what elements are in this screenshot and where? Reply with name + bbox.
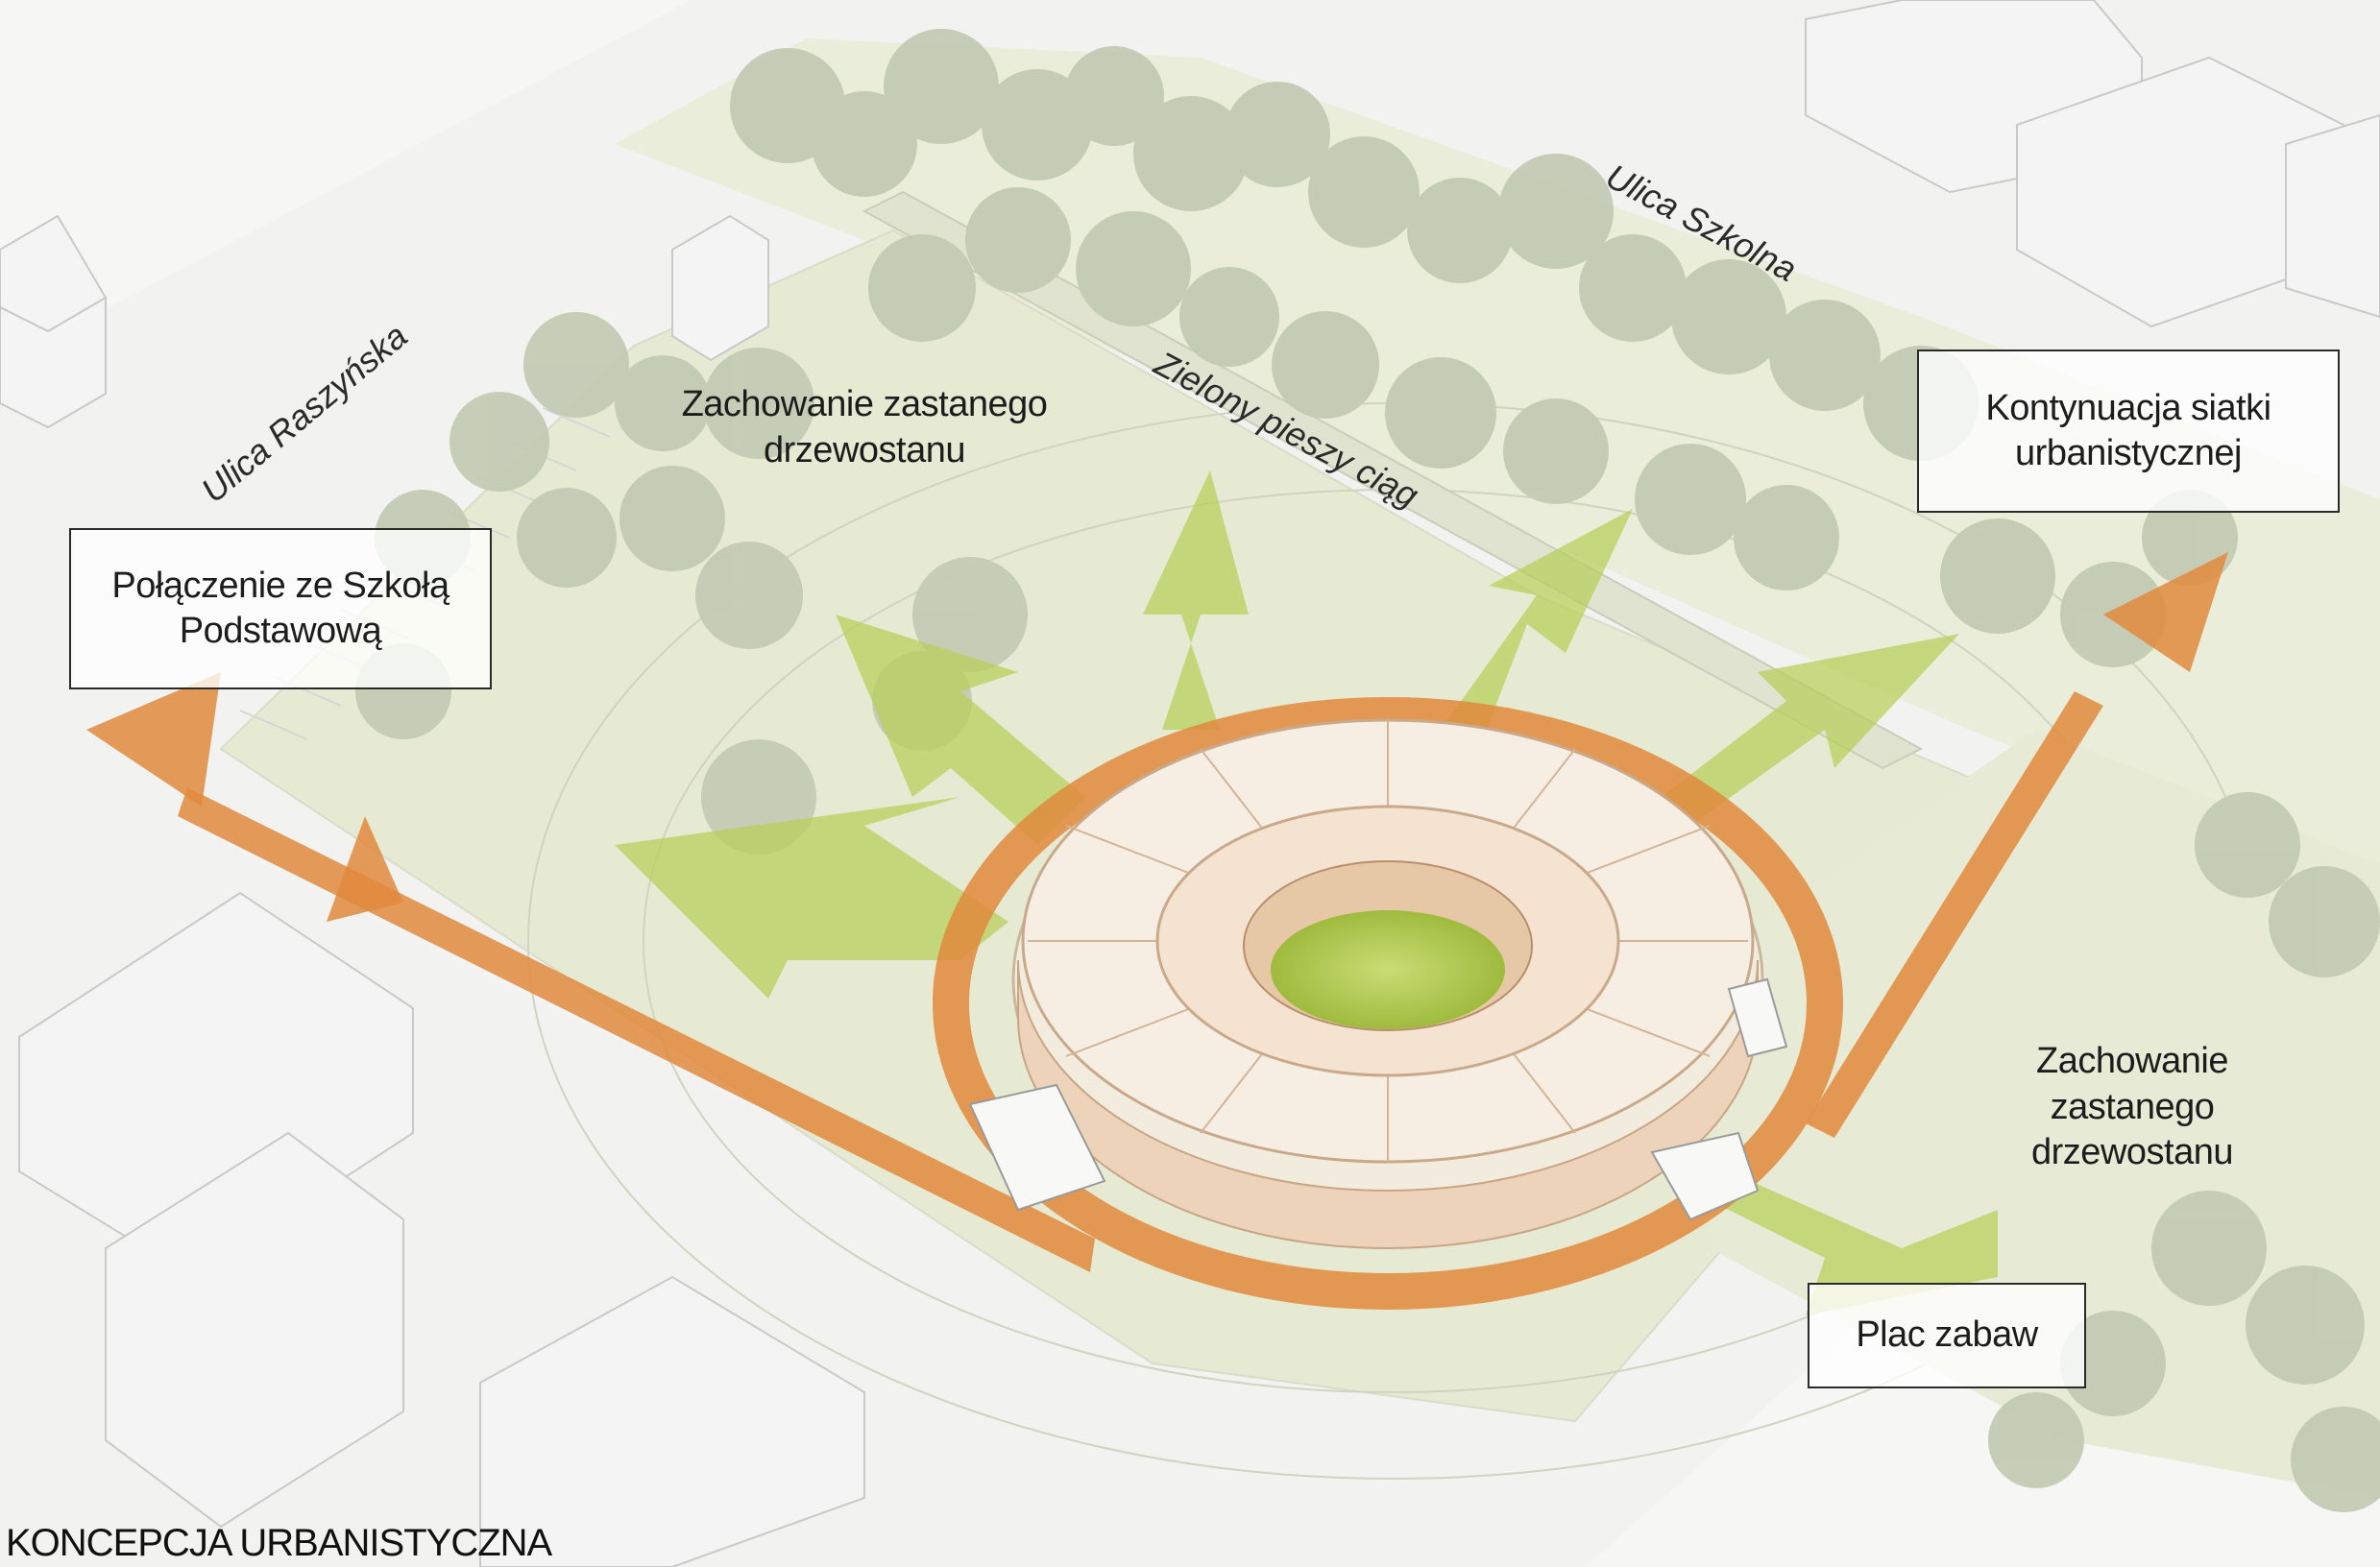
courtyard-lawn <box>1271 910 1505 1029</box>
label-grid-continuation-line-1: Kontynuacja siatki <box>1985 386 2271 432</box>
label-grid-continuation: Kontynuacja siatki urbanistycznej <box>1917 350 2340 513</box>
label-playground-text: Plac zabaw <box>1856 1313 2037 1359</box>
label-trees-east-line-2: zastanego <box>1988 1085 2276 1131</box>
label-school-connection: Połączenie ze Szkołą Podstawową <box>69 528 492 689</box>
label-trees-east-line-1: Zachowanie <box>1988 1039 2276 1085</box>
label-trees-east-line-3: drzewostanu <box>1988 1130 2276 1176</box>
label-school-connection-line-2: Podstawową <box>111 609 449 655</box>
label-trees-east: Zachowanie zastanego drzewostanu <box>1988 1039 2276 1176</box>
label-playground: Plac zabaw <box>1808 1283 2086 1388</box>
label-grid-continuation-line-2: urbanistycznej <box>1985 431 2271 477</box>
label-trees-north-line-2: drzewostanu <box>663 428 1066 474</box>
page-title: KONCEPCJA URBANISTYCZNA <box>6 1522 551 1565</box>
label-trees-north-line-1: Zachowanie zastanego <box>663 382 1066 428</box>
label-school-connection-line-1: Połączenie ze Szkołą <box>111 564 449 610</box>
label-trees-north: Zachowanie zastanego drzewostanu <box>663 382 1066 473</box>
